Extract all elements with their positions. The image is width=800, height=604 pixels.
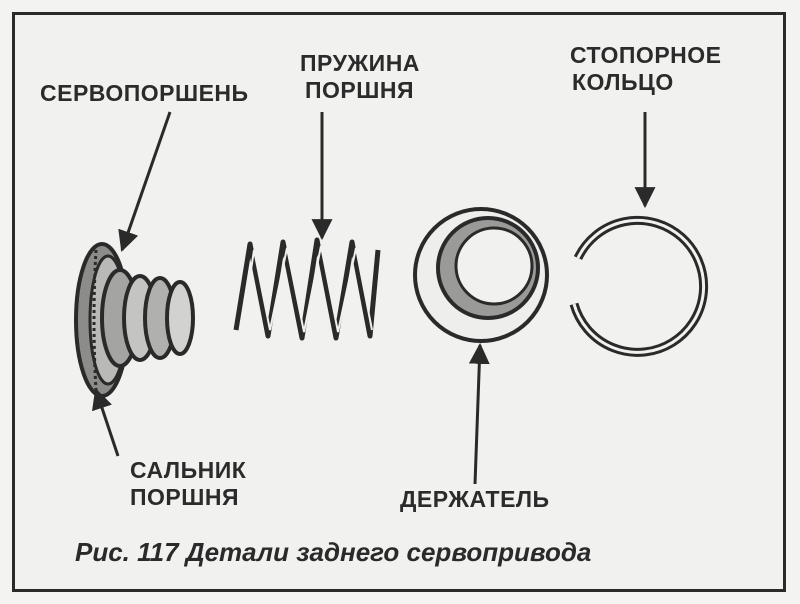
figure-caption: Рис. 117 Детали заднего сервопривода xyxy=(75,537,592,567)
label-piston-spring-line1: ПРУЖИНА xyxy=(300,50,420,76)
servo-piston-part xyxy=(74,242,195,398)
label-piston-seal-line1: САЛЬНИК xyxy=(130,457,247,483)
servo-piston-leader xyxy=(118,111,172,252)
label-piston-spring-line2: ПОРШНЯ xyxy=(305,77,415,103)
retainer-part xyxy=(413,207,549,343)
label-servo-piston: СЕРВОПОРШЕНЬ xyxy=(40,80,249,106)
label-retainer: ДЕРЖАТЕЛЬ xyxy=(400,486,550,512)
label-piston-seal-line2: ПОРШНЯ xyxy=(130,484,240,510)
leader-lines xyxy=(92,111,656,485)
retaining-ring-part xyxy=(569,215,709,357)
retainer-leader xyxy=(468,342,490,485)
piston-spring-part xyxy=(233,237,381,341)
label-retaining-ring-line1: СТОПОРНОЕ xyxy=(570,42,722,68)
piston-seal-leader xyxy=(92,388,120,457)
label-retaining-ring-line2: КОЛЬЦО xyxy=(572,69,674,95)
